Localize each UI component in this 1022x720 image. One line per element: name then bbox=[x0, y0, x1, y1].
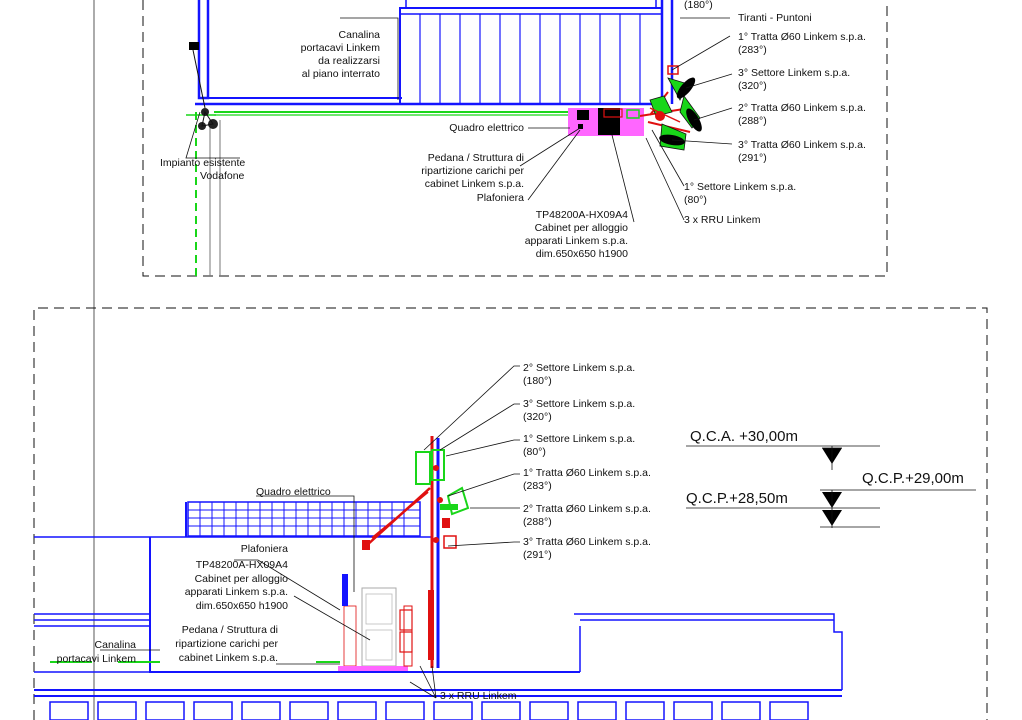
elev-label-settore3-deg: (320°) bbox=[523, 411, 552, 423]
elev-label-canalina-2: portacavi Linkem bbox=[57, 653, 137, 665]
elev-label-tratta3-deg: (291°) bbox=[523, 549, 552, 561]
plan-frame bbox=[142, 0, 888, 277]
label-tratta3: 3° Tratta Ø60 Linkem s.p.a. bbox=[738, 139, 866, 151]
elev-label-canalina-1: Canalina bbox=[95, 639, 137, 651]
label-canalina-4: al piano interrato bbox=[302, 68, 380, 80]
elevation-plafoniera bbox=[342, 574, 348, 606]
elev-label-pedana-2: ripartizione carichi per bbox=[175, 638, 278, 650]
plan-leader-lines bbox=[185, 17, 733, 223]
level-qcp-top: Q.C.P.+29,00m bbox=[862, 470, 964, 487]
elevation-mast bbox=[362, 436, 470, 668]
elev-label-rru: 3 x RRU Linkem bbox=[440, 690, 517, 702]
label-rru: 3 x RRU Linkem bbox=[684, 214, 761, 226]
label-pedana-3: cabinet Linkem s.p.a. bbox=[425, 178, 524, 190]
elev-label-tratta2-deg: (288°) bbox=[523, 516, 552, 528]
elevation-platform bbox=[338, 666, 408, 671]
elev-label-settore1: 1° Settore Linkem s.p.a. bbox=[523, 433, 635, 445]
elev-label-tratta1-deg: (283°) bbox=[523, 480, 552, 492]
plan-building bbox=[195, 0, 674, 106]
level-qcp-low: Q.C.P.+28,50m bbox=[686, 490, 788, 507]
elevation-railing bbox=[187, 501, 421, 537]
label-pedana-2: ripartizione carichi per bbox=[421, 165, 524, 177]
label-cabinet-3: dim.650x650 h1900 bbox=[536, 248, 628, 260]
label-tiranti: Tiranti - Puntoni bbox=[738, 12, 812, 24]
label-canalina-3: da realizzarsi bbox=[318, 55, 380, 67]
label-canalina-1: Canalina bbox=[339, 29, 381, 41]
elevation-frame bbox=[33, 307, 988, 720]
elev-label-tratta2: 2° Tratta Ø60 Linkem s.p.a. bbox=[523, 503, 651, 515]
label-angle-top: (180°) bbox=[684, 0, 713, 11]
elev-label-cabinet-code: TP48200A-HX09A4 bbox=[196, 559, 288, 571]
label-cabinet-2: apparati Linkem s.p.a. bbox=[525, 235, 628, 247]
label-settore1-deg: (80°) bbox=[684, 194, 707, 206]
elevation-view: 2° Settore Linkem s.p.a. (180°) 3° Setto… bbox=[33, 307, 988, 720]
plan-cable-shaft bbox=[186, 112, 221, 276]
elevation-building bbox=[34, 501, 843, 720]
plan-cabinet bbox=[598, 108, 620, 135]
elev-label-cabinet-3: dim.650x650 h1900 bbox=[196, 600, 288, 612]
level-markers bbox=[686, 445, 976, 528]
elevation-leader-lines bbox=[100, 365, 520, 699]
level-qca: Q.C.A. +30,00m bbox=[690, 428, 798, 445]
elev-label-tratta1: 1° Tratta Ø60 Linkem s.p.a. bbox=[523, 467, 651, 479]
label-settore3-deg: (320°) bbox=[738, 80, 767, 92]
label-impianto-1: Impianto esistente bbox=[160, 157, 245, 169]
roof-volume bbox=[399, 7, 663, 105]
label-quadro: Quadro elettrico bbox=[449, 122, 524, 134]
label-cabinet-code: TP48200A-HX09A4 bbox=[536, 209, 628, 221]
elev-label-pedana-3: cabinet Linkem s.p.a. bbox=[179, 652, 278, 664]
label-tratta2-deg: (288°) bbox=[738, 115, 767, 127]
label-settore1: 1° Settore Linkem s.p.a. bbox=[684, 181, 796, 193]
elev-label-tratta3: 3° Tratta Ø60 Linkem s.p.a. bbox=[523, 536, 651, 548]
label-settore3: 3° Settore Linkem s.p.a. bbox=[738, 67, 850, 79]
vodafone-equipment bbox=[189, 42, 218, 130]
label-tratta2: 2° Tratta Ø60 Linkem s.p.a. bbox=[738, 102, 866, 114]
label-tratta3-deg: (291°) bbox=[738, 152, 767, 164]
elevation-cabinet bbox=[338, 574, 413, 671]
elev-label-settore2: 2° Settore Linkem s.p.a. bbox=[523, 362, 635, 374]
elev-label-quadro: Quadro elettrico bbox=[256, 486, 331, 498]
label-tratta1-deg: (283°) bbox=[738, 44, 767, 56]
plan-view: (180°) Tiranti - Puntoni 1° Tratta Ø60 L… bbox=[93, 0, 888, 720]
label-pedana-1: Pedana / Struttura di bbox=[428, 152, 524, 164]
elev-label-cabinet-2: apparati Linkem s.p.a. bbox=[185, 586, 288, 598]
elev-label-pedana-1: Pedana / Struttura di bbox=[182, 624, 278, 636]
label-cabinet-1: Cabinet per alloggio bbox=[535, 222, 629, 234]
elev-label-settore1-deg: (80°) bbox=[523, 446, 546, 458]
elev-label-settore3: 3° Settore Linkem s.p.a. bbox=[523, 398, 635, 410]
elev-label-plafoniera: Plafoniera bbox=[241, 543, 288, 555]
elev-label-cabinet-1: Cabinet per alloggio bbox=[195, 573, 289, 585]
label-plafoniera: Plafoniera bbox=[477, 192, 524, 204]
label-tratta1: 1° Tratta Ø60 Linkem s.p.a. bbox=[738, 31, 866, 43]
elev-label-settore2-deg: (180°) bbox=[523, 375, 552, 387]
label-impianto-2: Vodafone bbox=[200, 170, 245, 182]
facade-windows bbox=[49, 701, 809, 720]
label-canalina-2: portacavi Linkem bbox=[301, 42, 381, 54]
